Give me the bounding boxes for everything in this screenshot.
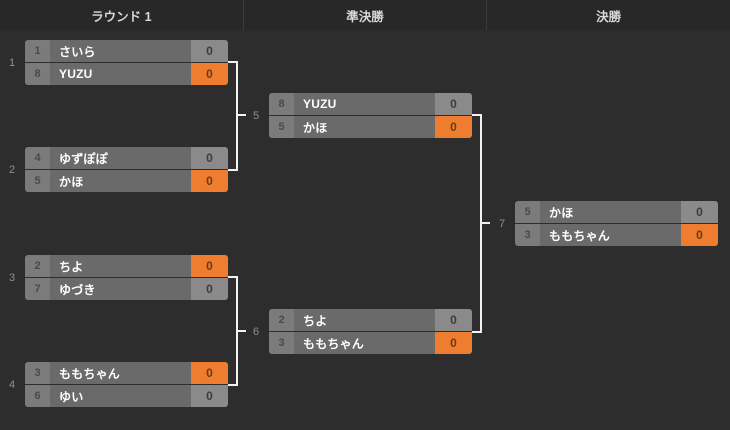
player-seed: 4 bbox=[25, 147, 50, 169]
player-name: YUZU bbox=[50, 63, 191, 85]
player-score: 0 bbox=[191, 170, 228, 192]
player-score: 0 bbox=[191, 63, 228, 85]
player-name: ももちゃん bbox=[540, 224, 681, 246]
match-7-number: 7 bbox=[498, 218, 506, 230]
player-seed: 6 bbox=[25, 385, 50, 407]
player-seed: 3 bbox=[25, 362, 50, 384]
player-score: 0 bbox=[435, 332, 472, 354]
player-name: ちよ bbox=[50, 255, 191, 277]
round-header-bar: ラウンド 1 準決勝 決勝 bbox=[0, 0, 730, 30]
player-score: 0 bbox=[681, 201, 718, 223]
player-name: ゆずぽぽ bbox=[50, 147, 191, 169]
connector-line-match1-2-to-5 bbox=[228, 61, 238, 171]
match-5-player-row-bottom[interactable]: 5 かほ 0 bbox=[269, 116, 472, 138]
match-3-player-row-bottom[interactable]: 7 ゆづき 0 bbox=[25, 278, 228, 300]
connector-line-match5-stub bbox=[237, 114, 246, 116]
match-3-player-row-top[interactable]: 2 ちよ 0 bbox=[25, 255, 228, 277]
match-7-player-row-top[interactable]: 5 かほ 0 bbox=[515, 201, 718, 223]
match-4-number: 4 bbox=[8, 379, 16, 391]
player-score: 0 bbox=[681, 224, 718, 246]
match-5-number: 5 bbox=[252, 110, 260, 122]
player-score: 0 bbox=[191, 385, 228, 407]
match-2-player-row-top[interactable]: 4 ゆずぽぽ 0 bbox=[25, 147, 228, 169]
connector-line-match7-stub bbox=[481, 222, 490, 224]
match-4-player-row-bottom[interactable]: 6 ゆい 0 bbox=[25, 385, 228, 407]
player-name: ももちゃん bbox=[50, 362, 191, 384]
player-seed: 8 bbox=[269, 93, 294, 115]
player-score: 0 bbox=[435, 93, 472, 115]
player-score: 0 bbox=[191, 255, 228, 277]
player-seed: 5 bbox=[515, 201, 540, 223]
player-name: ゆづき bbox=[50, 278, 191, 300]
player-seed: 1 bbox=[25, 40, 50, 62]
match-6-player-row-bottom[interactable]: 3 ももちゃん 0 bbox=[269, 332, 472, 354]
player-seed: 3 bbox=[515, 224, 540, 246]
player-score: 0 bbox=[435, 116, 472, 138]
player-score: 0 bbox=[191, 278, 228, 300]
match-4-player-row-top[interactable]: 3 ももちゃん 0 bbox=[25, 362, 228, 384]
match-2-number: 2 bbox=[8, 164, 16, 176]
connector-line-match6-stub bbox=[237, 330, 246, 332]
player-seed: 2 bbox=[25, 255, 50, 277]
player-name: ちよ bbox=[294, 309, 435, 331]
round-header-final: 決勝 bbox=[486, 0, 730, 30]
match-2-player-row-bottom[interactable]: 5 かほ 0 bbox=[25, 170, 228, 192]
match-3: 3 2 ちよ 0 7 ゆづき 0 bbox=[9, 255, 228, 301]
match-6-player-row-top[interactable]: 2 ちよ 0 bbox=[269, 309, 472, 331]
match-2: 2 4 ゆずぽぽ 0 5 かほ 0 bbox=[9, 147, 228, 193]
player-name: さいら bbox=[50, 40, 191, 62]
round-header-round1: ラウンド 1 bbox=[91, 9, 152, 24]
player-name: ゆい bbox=[50, 385, 191, 407]
player-score: 0 bbox=[435, 309, 472, 331]
player-name: かほ bbox=[50, 170, 191, 192]
player-seed: 8 bbox=[25, 63, 50, 85]
match-3-number: 3 bbox=[8, 272, 16, 284]
player-seed: 2 bbox=[269, 309, 294, 331]
match-6: 6 2 ちよ 0 3 ももちゃん 0 bbox=[253, 309, 472, 355]
round-header-semifinal: 準決勝 bbox=[242, 0, 487, 30]
player-seed: 7 bbox=[25, 278, 50, 300]
match-1-player-row-bottom[interactable]: 8 YUZU 0 bbox=[25, 63, 228, 85]
match-7-player-row-bottom[interactable]: 3 ももちゃん 0 bbox=[515, 224, 718, 246]
match-5-player-row-top[interactable]: 8 YUZU 0 bbox=[269, 93, 472, 115]
player-score: 0 bbox=[191, 362, 228, 384]
match-4: 4 3 ももちゃん 0 6 ゆい 0 bbox=[9, 362, 228, 408]
match-7: 7 5 かほ 0 3 ももちゃん 0 bbox=[499, 201, 718, 247]
player-name: かほ bbox=[540, 201, 681, 223]
match-1-number: 1 bbox=[8, 57, 16, 69]
player-seed: 5 bbox=[269, 116, 294, 138]
match-6-number: 6 bbox=[252, 326, 260, 338]
match-5: 5 8 YUZU 0 5 かほ 0 bbox=[253, 93, 472, 139]
player-score: 0 bbox=[191, 147, 228, 169]
player-name: YUZU bbox=[294, 93, 435, 115]
player-score: 0 bbox=[191, 40, 228, 62]
player-seed: 5 bbox=[25, 170, 50, 192]
player-seed: 3 bbox=[269, 332, 294, 354]
player-name: かほ bbox=[294, 116, 435, 138]
player-name: ももちゃん bbox=[294, 332, 435, 354]
match-1: 1 1 さいら 0 8 YUZU 0 bbox=[9, 40, 228, 86]
match-1-player-row-top[interactable]: 1 さいら 0 bbox=[25, 40, 228, 62]
